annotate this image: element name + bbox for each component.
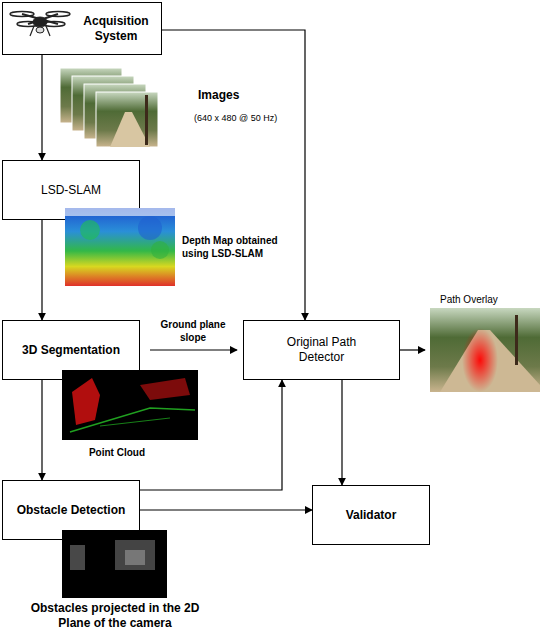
box-label: 3D Segmentation (22, 343, 120, 358)
flow-arrow (41, 220, 42, 320)
edge-label: Ground plane slope (152, 318, 234, 344)
box-label: Validator (346, 508, 397, 523)
drone-icon (10, 12, 70, 37)
flow-arrow (162, 30, 305, 320)
process-box: Acquisition System (2, 2, 162, 55)
process-box: 3D Segmentation (2, 320, 140, 380)
box-label: Obstacle Detection (17, 503, 126, 518)
flow-arrow (140, 380, 282, 490)
flow-arrow (341, 380, 342, 485)
annotation-text: Point Cloud (72, 446, 162, 459)
annotation-text: Depth Map obtained using LSD-SLAM (182, 234, 292, 260)
flow-arrow (150, 349, 237, 350)
box-label: Acquisition System (71, 14, 161, 44)
annotation-text: Path Overlay (440, 293, 530, 306)
box-label: Original Path Detector (274, 335, 369, 365)
annotation-text: Obstacles projected in the 2D Plane of t… (20, 601, 210, 631)
image-stack (60, 68, 158, 147)
box-label: LSD-SLAM (41, 183, 101, 198)
path-overlay-image (400, 308, 540, 392)
depth-map-image (65, 208, 175, 286)
flow-arrow (41, 380, 42, 480)
process-box: Obstacle Detection (2, 480, 140, 540)
process-box: Validator (312, 485, 430, 545)
flow-arrow (41, 55, 42, 160)
obstacle-image (62, 530, 167, 598)
process-box: Original Path Detector (243, 320, 400, 380)
process-box: LSD-SLAM (2, 160, 140, 220)
point-cloud-image (62, 370, 198, 440)
annotation-text: (640 x 480 @ 50 Hz) (194, 112, 304, 124)
annotation-text: Images (198, 88, 298, 103)
flow-arrow (140, 509, 312, 510)
